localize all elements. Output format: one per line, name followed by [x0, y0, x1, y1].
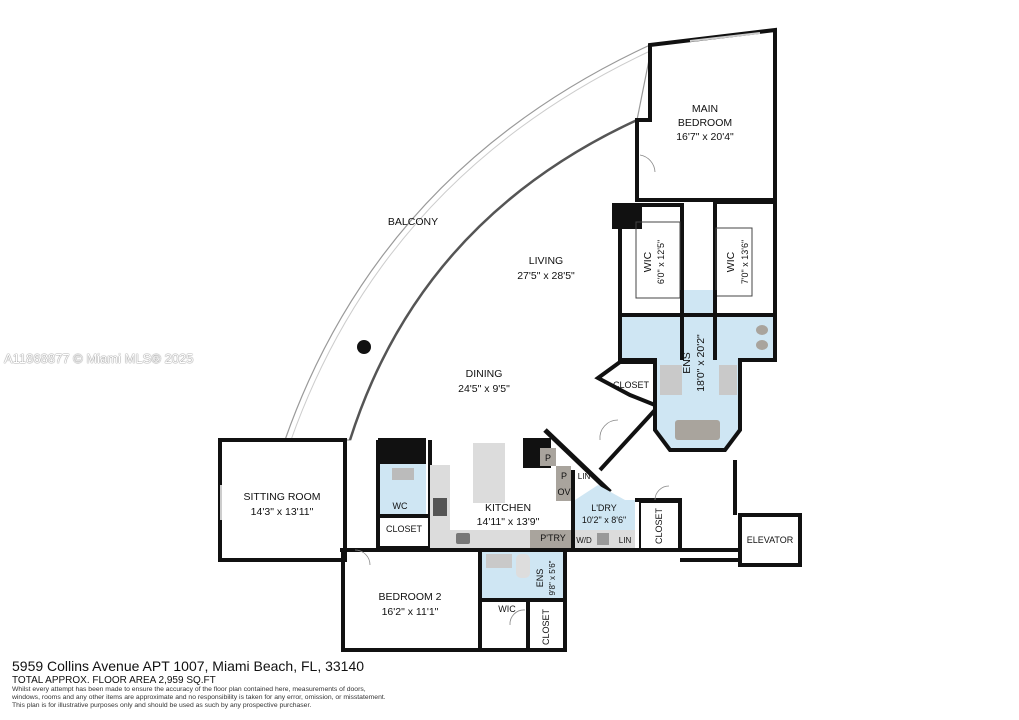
room-label-closet-hall: CLOSET [654, 507, 664, 544]
elevator [738, 513, 802, 567]
room-size-bedroom2: 16'2" x 11'1" [382, 606, 439, 618]
room-size-main-bedroom: 16'7" x 20'4" [676, 131, 734, 143]
window-arc [348, 118, 638, 441]
wc-sink [392, 468, 414, 480]
balcony-area [284, 44, 651, 441]
room-size-kitchen: 14'11" x 13'9" [477, 516, 540, 528]
bathtub [675, 420, 720, 440]
ens-vanity [486, 554, 512, 568]
room-label-ens-main: ENS [681, 352, 693, 374]
room-size-ens-small: 9'8" x 5'6" [548, 560, 557, 595]
room-label-p2: P [561, 471, 567, 481]
room-label-wc: WC [393, 501, 408, 511]
ens-tub [516, 554, 530, 578]
toilet [756, 340, 768, 350]
footer: 5959 Collins Avenue APT 1007, Miami Beac… [12, 658, 386, 710]
room-label-elevator: ELEVATOR [747, 535, 794, 545]
corridor-walls [680, 460, 742, 562]
room-label-pantry: P'TRY [540, 533, 566, 543]
kitchen-island [473, 443, 505, 503]
room-label-wic-b2: WIC [498, 604, 516, 614]
wall-block [378, 438, 426, 464]
door-swing [354, 549, 371, 566]
door-swing [654, 485, 670, 501]
window [689, 32, 761, 42]
disclaimer: windows, rooms and any other items are a… [12, 694, 386, 701]
room-size-dining: 24'5" x 9'5" [458, 383, 510, 395]
room-size-ens-main: 18'0" x 20'2" [695, 334, 707, 392]
vanity [660, 365, 682, 395]
disclaimer: Whilst every attempt has been made to en… [12, 686, 366, 693]
door-swing [509, 609, 526, 626]
toilet [756, 325, 768, 335]
sink [456, 533, 470, 544]
room-size-wic1: 6'0" x 12'5" [656, 240, 666, 284]
door-swing [639, 154, 656, 173]
vanity [719, 365, 737, 395]
address: 5959 Collins Avenue APT 1007, Miami Beac… [12, 658, 365, 674]
room-label-wic1: WIC [642, 251, 654, 272]
room-label-main-bedroom: MAIN [692, 103, 718, 115]
balcony-rail [290, 51, 649, 441]
wic2-shelf [715, 227, 753, 297]
watermark: A11868877 © Miami MLS® 2025 [4, 351, 194, 366]
room-size-living: 27'5" x 28'5" [517, 270, 575, 282]
room-size-laundry: 10'2" x 8'6" [582, 515, 626, 525]
cooktop [433, 498, 447, 516]
main-bedroom-walls [635, 27, 777, 202]
room-label-lin1: LIN [578, 472, 591, 481]
hall-wall-diag2 [543, 428, 612, 494]
room-size-wic2: 7'0" x 13'6" [740, 240, 750, 284]
ens-small-walls [478, 548, 567, 652]
washer-dryer [597, 533, 609, 545]
room-label-wic2: WIC [725, 251, 737, 272]
room-label-wd: W/D [576, 536, 592, 545]
hall-wall-diag [598, 408, 657, 472]
room-label-closet-main: CLOSET [613, 380, 650, 390]
closet-hall [639, 501, 681, 551]
door-swing [599, 419, 619, 441]
closet-main-walls [594, 360, 657, 408]
room-label-living: LIVING [529, 255, 563, 267]
room-size-sitting-room: 14'3" x 13'11" [251, 506, 314, 518]
wic1-shelf [635, 221, 681, 299]
room-label-sitting-room: SITTING ROOM [244, 491, 321, 503]
column [357, 340, 371, 354]
room-label-p1: P [545, 453, 551, 463]
room-label-laundry: L'DRY [591, 503, 617, 513]
pantry [530, 530, 575, 548]
room-label-lin2: LIN [619, 536, 632, 545]
room-label-main-bedroom: BEDROOM [678, 117, 732, 129]
room-label-ens-small: ENS [535, 569, 545, 588]
room-label-bedroom2: BEDROOM 2 [378, 591, 441, 603]
master-wall-block [612, 203, 642, 229]
room-label-closet-wc: CLOSET [386, 524, 423, 534]
room-label-dining: DINING [466, 368, 503, 380]
room-label-balcony: BALCONY [388, 216, 438, 228]
ens-main-area [620, 315, 775, 450]
pantry-p1 [540, 448, 556, 466]
room-label-oven: OV [557, 487, 570, 497]
pantry-p2 [556, 466, 571, 501]
room-label-kitchen: KITCHEN [485, 502, 531, 514]
room-label-closet-b2: CLOSET [541, 608, 551, 645]
floor-area: TOTAL APPROX. FLOOR AREA 2,959 SQ.FT [12, 675, 216, 686]
disclaimer: This plan is for illustrative purposes o… [12, 702, 312, 709]
